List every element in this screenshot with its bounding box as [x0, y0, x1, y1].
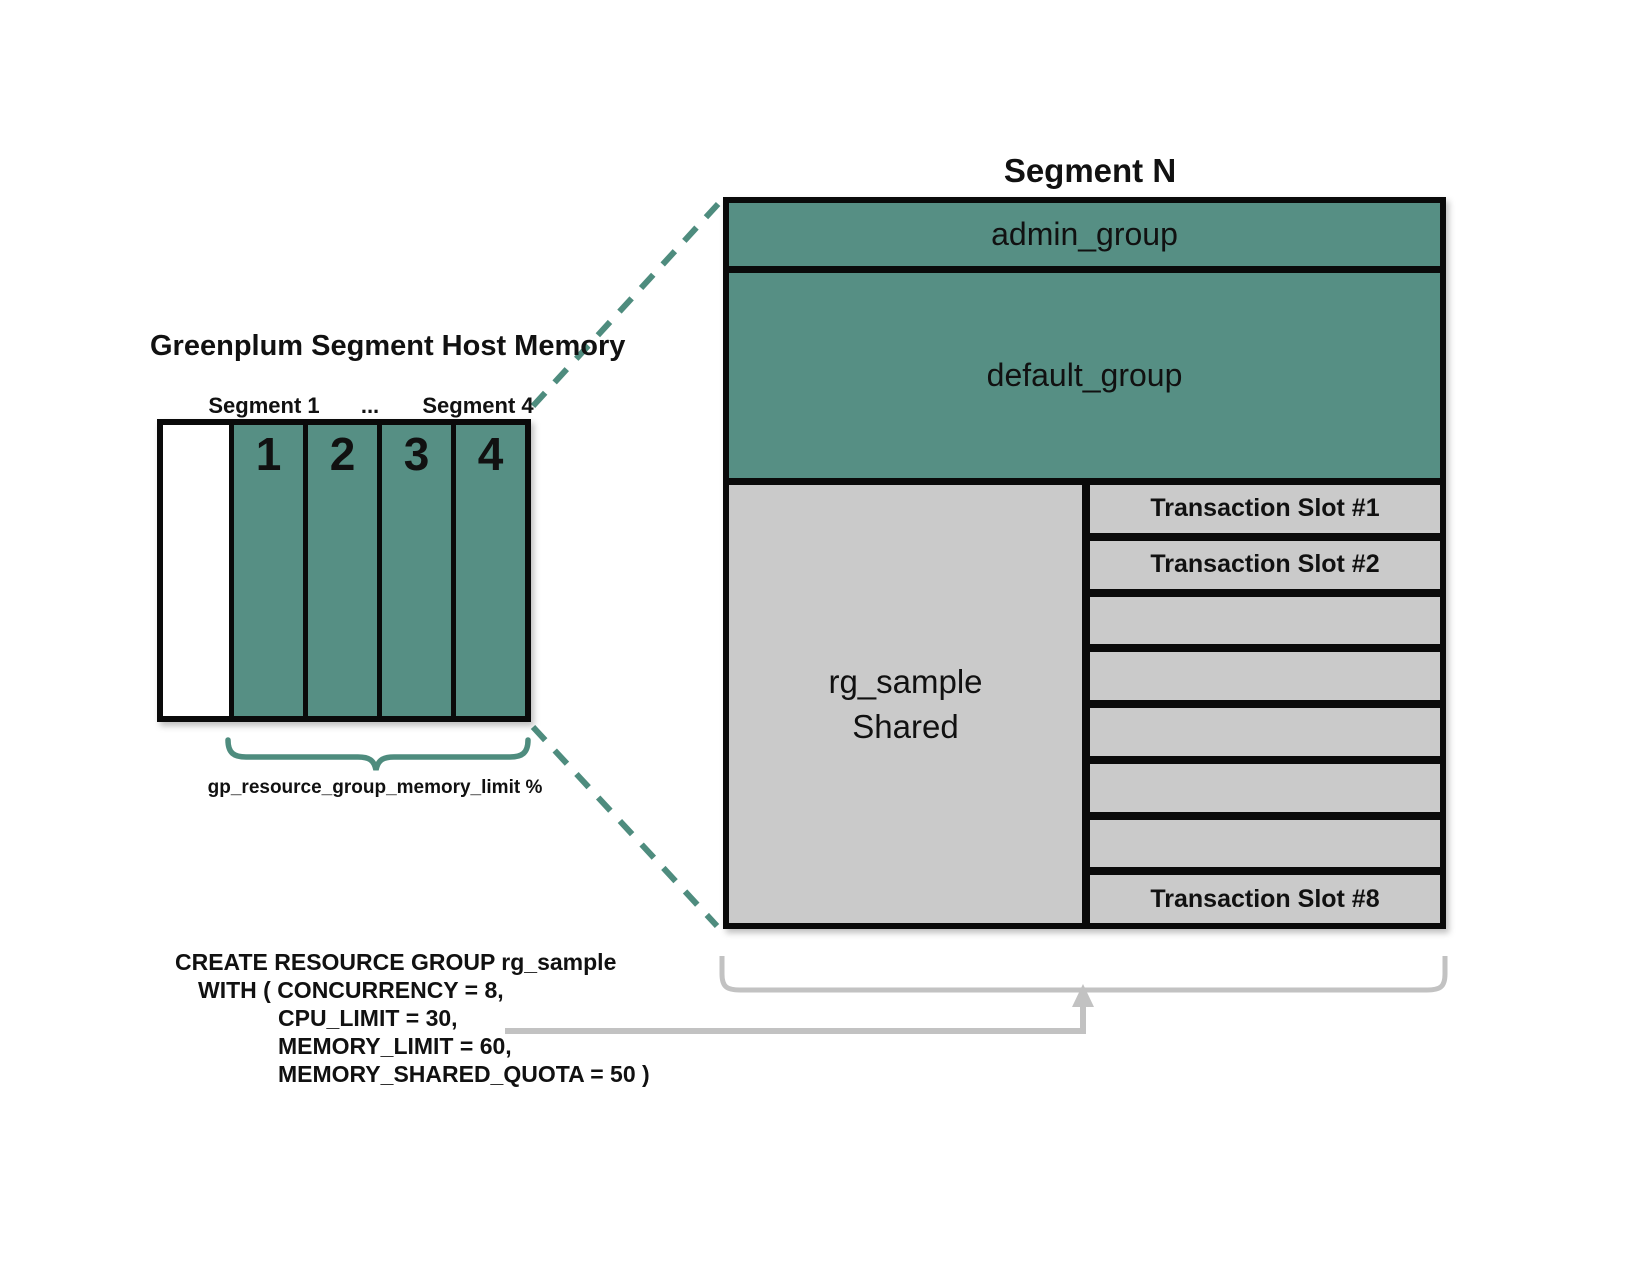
zoom-guide-top-dashed-line	[530, 200, 722, 409]
segment-column-1: 1	[229, 425, 303, 716]
code-line: MEMORY_LIMIT = 60,	[278, 1033, 512, 1059]
transaction-slot-4	[1090, 644, 1440, 700]
unreserved-memory-column	[163, 425, 229, 716]
transaction-slot-1: Transaction Slot #1	[1090, 485, 1440, 533]
transaction-slot-7	[1090, 811, 1440, 868]
segment-1-label: Segment 1	[208, 393, 320, 418]
default-group-band: default_group	[729, 273, 1440, 485]
transaction-slot-5	[1090, 700, 1440, 756]
transaction-slot-8: Transaction Slot #8	[1090, 867, 1440, 923]
memory-limit-underbrace	[225, 737, 531, 771]
create-resource-group-statement: CREATE RESOURCE GROUP rg_sample WITH ( C…	[175, 948, 650, 1088]
zoom-guide-bottom-dashed-line	[530, 724, 720, 929]
rg-sample-label: rg_sample	[828, 663, 983, 700]
transaction-slot-3	[1090, 588, 1440, 645]
resource-group-bracket	[719, 956, 1448, 993]
segment-column-3: 3	[377, 425, 451, 716]
segment-ellipsis-label: ...	[360, 393, 380, 418]
transaction-slot-6	[1090, 755, 1440, 812]
segment-column-2: 2	[303, 425, 377, 716]
code-line: CREATE RESOURCE GROUP rg_sample	[175, 949, 617, 975]
host-memory-box: 1 2 3 4	[157, 419, 531, 722]
code-line: WITH ( CONCURRENCY = 8,	[198, 977, 504, 1003]
segment-column-4: 4	[451, 425, 525, 716]
segment-n-box: admin_group default_group rg_sample Shar…	[723, 197, 1446, 929]
admin-group-band: admin_group	[729, 203, 1440, 273]
shared-label: Shared	[852, 708, 959, 745]
rg-sample-shared-panel: rg_sample Shared	[729, 485, 1090, 923]
memory-limit-brace-label: gp_resource_group_memory_limit %	[207, 777, 543, 798]
code-line: CPU_LIMIT = 30,	[278, 1005, 458, 1031]
rg-sample-region: rg_sample Shared Transaction Slot #1 Tra…	[729, 485, 1440, 923]
host-memory-title: Greenplum Segment Host Memory	[150, 330, 626, 362]
code-line: MEMORY_SHARED_QUOTA = 50 )	[278, 1061, 650, 1087]
segment-n-title: Segment N	[1003, 152, 1177, 189]
connector-arrowhead-icon	[1072, 984, 1094, 1007]
transaction-slots-column: Transaction Slot #1 Transaction Slot #2 …	[1090, 485, 1440, 923]
segment-4-label: Segment 4	[422, 393, 534, 418]
transaction-slot-2: Transaction Slot #2	[1090, 532, 1440, 589]
